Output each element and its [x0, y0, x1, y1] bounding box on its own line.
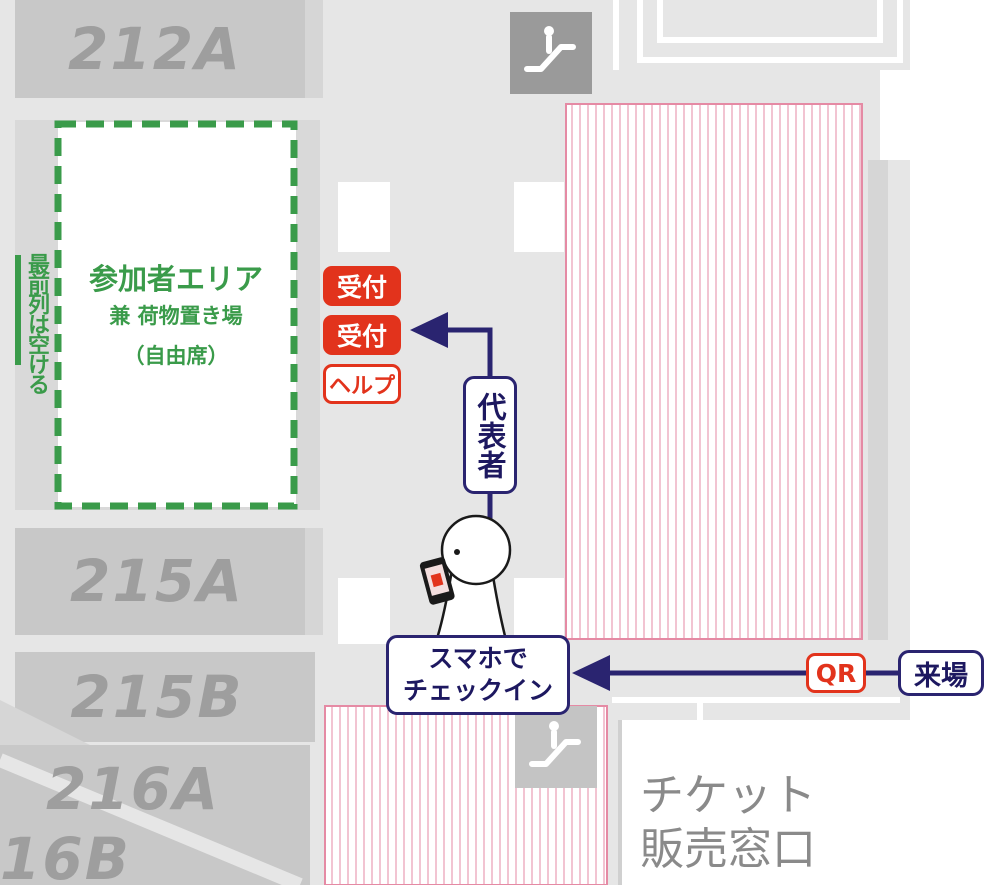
room-label-216b: 16B	[0, 825, 131, 893]
pillar	[338, 578, 390, 644]
room-212a-block	[15, 0, 305, 98]
qr-label: QR	[806, 653, 866, 693]
room-215b-block	[15, 652, 315, 742]
room-label-216a: 216A	[46, 755, 220, 823]
hatched-zone-upper	[565, 103, 863, 640]
smartphone-icon	[419, 557, 455, 605]
flow-arrowhead-reception	[410, 312, 448, 348]
room-212a-side	[305, 0, 323, 98]
ticket-area	[620, 720, 989, 885]
ticket-office-line-1: チケット	[640, 770, 816, 821]
room-label-215a: 215A	[70, 547, 244, 615]
pillar	[514, 182, 564, 252]
checkin-line-2: チェックイン	[402, 676, 553, 705]
arrival-label: 来場	[898, 650, 984, 696]
corridor-right-inner	[868, 160, 888, 640]
participant-area-title: 参加者エリア	[88, 262, 263, 296]
room-215a-side	[305, 528, 323, 635]
representative-label: 代表者	[463, 376, 517, 494]
participant-area-note: （自由席）	[123, 344, 229, 368]
room-216-divider	[0, 753, 303, 885]
pillar	[514, 578, 564, 644]
room-label-215b: 215B	[70, 663, 244, 731]
front-row-bar	[15, 255, 21, 365]
front-row-note: 最前列は空ける	[24, 253, 49, 393]
reception-booth-2: 受付	[323, 315, 401, 355]
room-216-diagonal	[0, 700, 90, 745]
escalator-icon	[529, 721, 581, 767]
lower-corridor-lines	[612, 697, 900, 885]
participant-area-border	[54, 120, 298, 510]
flow-arrowhead-checkin	[572, 655, 610, 691]
escalator-icon	[524, 26, 576, 72]
checkin-line-1: スマホで	[428, 644, 528, 673]
participant-area-subtitle: 兼 荷物置き場	[109, 304, 243, 328]
room-label-212a: 212A	[68, 15, 242, 83]
pillar	[338, 182, 390, 252]
corridor-lines	[613, 0, 903, 70]
reception-booth-1: 受付	[323, 266, 401, 306]
participant-area-fill	[58, 122, 296, 507]
room-215a-block	[15, 528, 305, 635]
smartphone-checkin-box: スマホで チェックイン	[386, 635, 570, 715]
ticket-office-line-2: 販売窓口	[640, 824, 816, 875]
corridor-right	[880, 70, 910, 160]
help-desk: ヘルプ	[323, 364, 401, 404]
